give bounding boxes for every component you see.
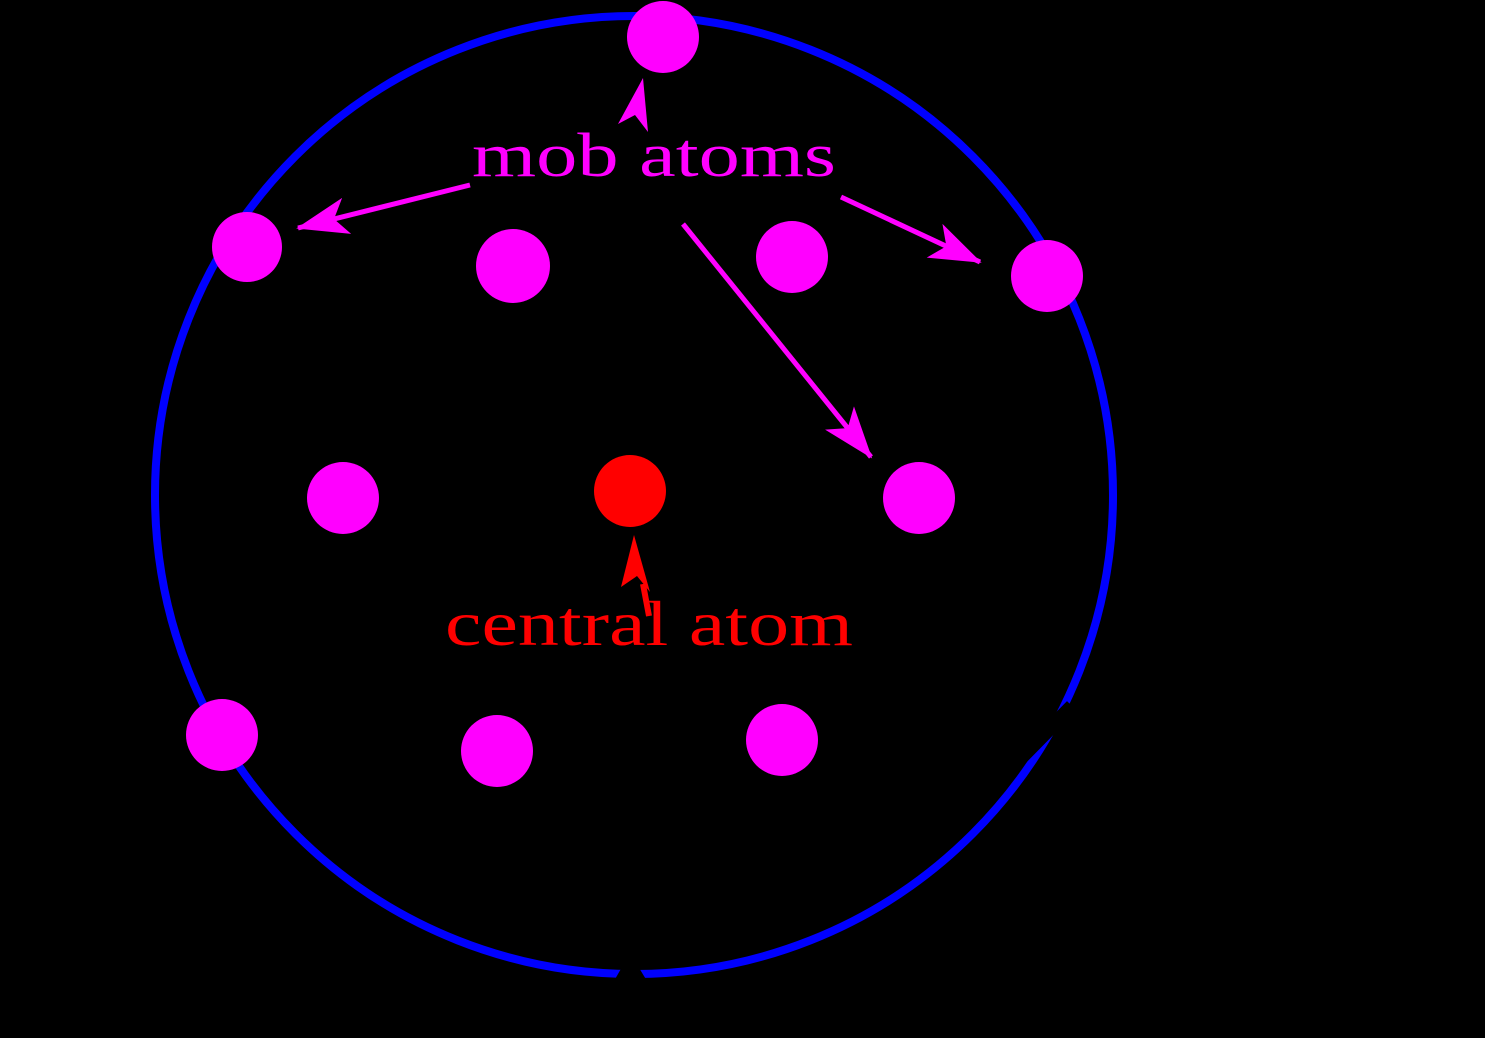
arrow-to-top-atom: [618, 78, 648, 132]
mob-atom-dot: [307, 462, 379, 534]
ring-gaps-group: [614, 701, 1077, 981]
mob-atom-dot: [212, 212, 282, 282]
arrow-to-central-atom-tail: [640, 583, 652, 617]
central-atom-label: central atom: [445, 588, 853, 659]
annotation-arrows-group: [296, 78, 982, 617]
arrow-to-right-inner-atom: [681, 222, 873, 459]
central-atom-dot: [594, 455, 666, 527]
arrow-to-left-ring-atom: [296, 182, 471, 234]
mob-atom-dot: [883, 462, 955, 534]
ring-gap-lower-right: [1011, 701, 1077, 768]
mob-atom-dot: [461, 715, 533, 787]
mob-atom-dot: [476, 229, 550, 303]
arrow-to-central-atom-head: [621, 535, 650, 592]
mob-atoms-group: [186, 1, 1083, 787]
mob-atom-dot: [627, 1, 699, 73]
mob-atom-dot: [1011, 240, 1083, 312]
mob-atoms-label: mob atoms: [472, 122, 836, 190]
mob-atom-dot: [746, 704, 818, 776]
mob-atom-dot: [186, 699, 258, 771]
arrow-to-right-ring-atom: [839, 194, 982, 265]
ring-gap-bottom-notch: [614, 953, 647, 981]
mob-atom-dot: [756, 221, 828, 293]
